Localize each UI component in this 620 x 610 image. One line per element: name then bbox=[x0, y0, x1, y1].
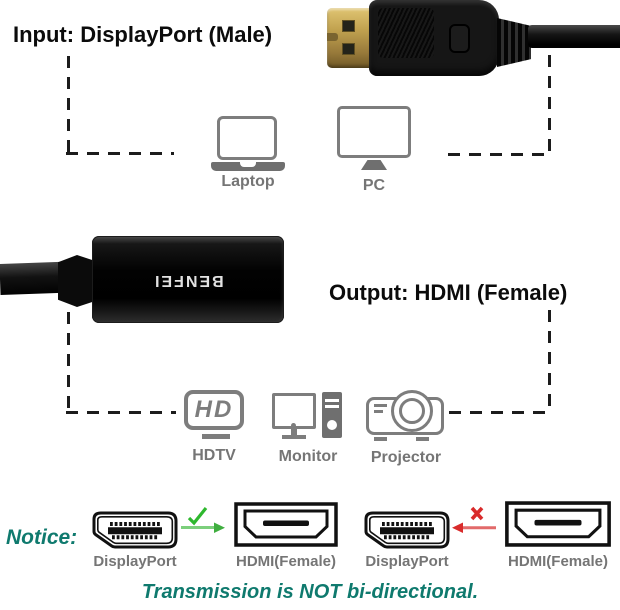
dashed-line bbox=[548, 55, 551, 153]
pc-screen bbox=[337, 106, 411, 158]
tower-vent bbox=[325, 405, 339, 408]
hdmi-icon bbox=[234, 502, 338, 547]
hdmi-label: HDMI(Female) bbox=[507, 553, 608, 570]
projector-vent bbox=[374, 404, 387, 407]
input-heading: Input: DisplayPort (Male) bbox=[13, 22, 273, 47]
hdmi-icon bbox=[505, 501, 611, 547]
plug-cable bbox=[528, 25, 620, 48]
pc-label: PC bbox=[362, 177, 386, 194]
monitor-label: Monitor bbox=[278, 448, 338, 465]
hdtv-stand bbox=[202, 434, 230, 439]
projector-foot bbox=[374, 437, 387, 441]
plug-notch bbox=[327, 33, 338, 41]
hd-badge: HD bbox=[194, 396, 234, 423]
bottom-note: Transmission is NOT bi-directional. bbox=[141, 581, 479, 603]
displayport-label: DisplayPort bbox=[93, 553, 177, 570]
plug-strain-relief bbox=[497, 18, 531, 67]
tower-vent bbox=[325, 399, 339, 402]
dashed-line bbox=[448, 153, 552, 156]
brand-text: BENFEI bbox=[152, 271, 224, 289]
green-check-arrow-icon bbox=[181, 507, 225, 533]
monitor-stem bbox=[291, 429, 297, 435]
plug-latch-button bbox=[449, 24, 470, 53]
dashed-line bbox=[66, 411, 176, 414]
hdtv-box: HD bbox=[184, 390, 244, 430]
adapter-strain-relief bbox=[58, 255, 96, 307]
projector-vent bbox=[374, 410, 383, 413]
projector-lens bbox=[391, 390, 433, 432]
monitor-dot bbox=[291, 423, 296, 428]
laptop-screen bbox=[217, 116, 277, 160]
dashed-line bbox=[449, 411, 551, 414]
projector-foot bbox=[416, 437, 429, 441]
laptop-label: Laptop bbox=[221, 173, 275, 190]
plug-grip-texture bbox=[378, 8, 434, 58]
tower-button bbox=[327, 420, 337, 430]
monitor-base bbox=[282, 435, 306, 439]
projector-label: Projector bbox=[370, 449, 442, 466]
pc-stand bbox=[361, 160, 387, 170]
displayport-icon bbox=[92, 511, 178, 549]
notice-heading: Notice: bbox=[6, 526, 78, 549]
plug-pin-hole bbox=[342, 20, 355, 32]
plug-pin-hole bbox=[342, 43, 355, 55]
adapter-body: BENFEI bbox=[92, 236, 284, 323]
dashed-line bbox=[67, 56, 70, 153]
displayport-label: DisplayPort bbox=[365, 553, 449, 570]
hdmi-label: HDMI(Female) bbox=[235, 553, 336, 570]
dashed-line bbox=[66, 152, 174, 155]
laptop-base-notch bbox=[240, 162, 256, 167]
displayport-icon bbox=[364, 511, 450, 549]
dashed-line bbox=[67, 312, 70, 412]
red-x-arrow-icon bbox=[452, 506, 496, 533]
output-heading: Output: HDMI (Female) bbox=[329, 280, 568, 305]
projector-lens-inner bbox=[399, 398, 425, 424]
dashed-line bbox=[548, 310, 551, 412]
hdtv-label: HDTV bbox=[192, 447, 236, 464]
